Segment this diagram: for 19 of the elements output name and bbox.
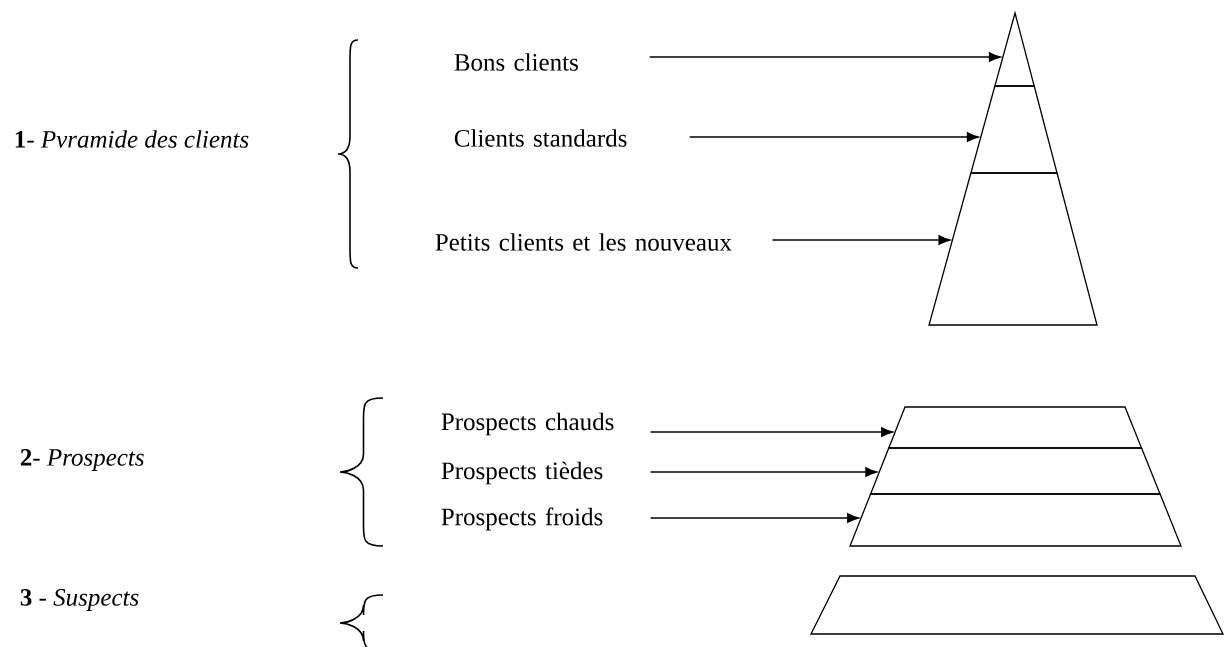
arrow [649, 513, 860, 523]
item-label: Prospects chauds [441, 412, 614, 436]
pyramid-band [970, 85, 1058, 174]
arrow [648, 52, 1001, 62]
section-heading: 3 - Suspects [20, 589, 139, 611]
item-label: Prospects froids [441, 507, 603, 531]
item-label: Petits clients et les nouveaux [435, 233, 732, 251]
arrow [771, 235, 951, 245]
pyramid-band [849, 493, 1182, 547]
section-heading: 2- Prospects [20, 449, 144, 471]
item-label: Clients standards [454, 129, 627, 147]
pyramid-band [869, 447, 1161, 495]
section-heading: 1- Pvramide des clients [15, 130, 249, 148]
item-label: Bons clients [454, 53, 578, 71]
arrow [649, 427, 894, 437]
pyramid-band [928, 172, 1098, 326]
item-label: Prospects tièdes [441, 461, 603, 485]
arrow [688, 132, 979, 142]
arrow [649, 467, 878, 477]
